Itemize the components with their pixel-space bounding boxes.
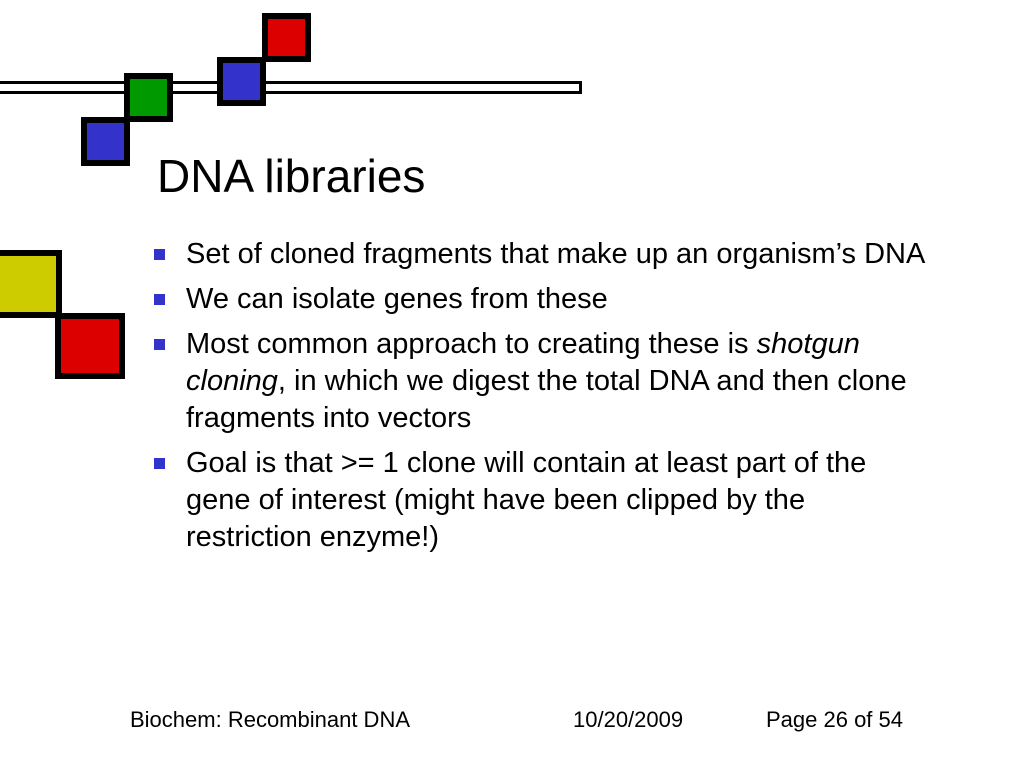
decorative-square-green [124,73,173,122]
square-bullet-icon [154,339,165,350]
decorative-square-red [262,13,311,62]
decorative-square-blue [81,117,130,166]
bullet-emphasis: shotgun cloning [186,328,860,397]
bullet-text: We can isolate genes from these [186,283,608,315]
footer-date: 10/20/2009 [573,707,684,732]
decorative-square-red [55,313,125,379]
bullet-text-part: , in which we digest the total DNA and t… [186,365,907,434]
decorative-square-blue [217,57,266,106]
bullet-item: Most common approach to creating these i… [150,326,930,437]
footer-page-number: Page 26 of 54 [766,707,904,732]
square-bullet-icon [154,294,165,305]
bullet-item: Goal is that >= 1 clone will contain at … [150,445,930,556]
decorative-square-yellow [0,250,62,318]
bullet-text: Set of cloned fragments that make up an … [186,238,926,270]
square-bullet-icon [154,249,165,260]
bullet-list: Set of cloned fragments that make up an … [150,236,930,564]
square-bullet-icon [154,458,165,469]
bullet-text: Goal is that >= 1 clone will contain at … [186,447,867,553]
bullet-text: Most common approach to creating these i… [186,328,907,434]
bullet-text-part: Most common approach to creating these i… [186,328,757,360]
bullet-item: Set of cloned fragments that make up an … [150,236,930,273]
slide-title: DNA libraries [157,150,426,202]
bullet-item: We can isolate genes from these [150,281,930,318]
decorative-bar [0,81,582,94]
footer-course: Biochem: Recombinant DNA [130,707,411,732]
